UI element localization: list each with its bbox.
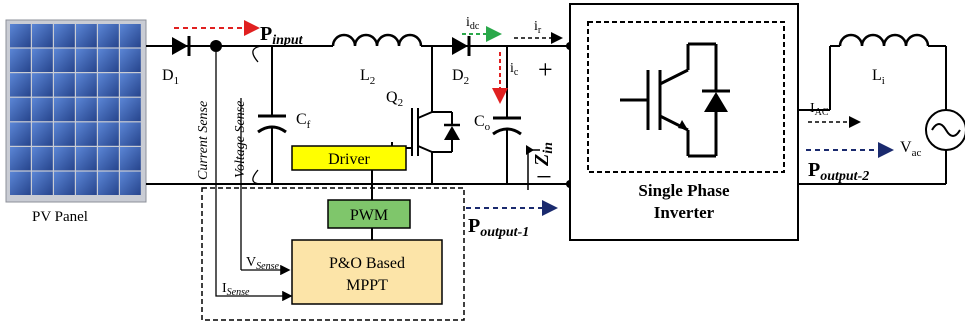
ic-label: ic [510,61,519,78]
driver-label: Driver [328,151,370,168]
pv-cell [10,24,31,48]
pv-cell [10,171,31,195]
inverter-label-line2: Inverter [654,203,715,222]
pv-cell [120,97,141,122]
p-output1-label: Poutput-1 [468,215,529,240]
q2-diode-icon [444,126,460,140]
pv-panel-icon [5,19,147,203]
pv-cell [76,48,97,72]
q2-label: Q2 [386,89,403,109]
diode-d2-icon [452,36,471,56]
pv-cell [32,171,53,195]
ir-label: ir [534,19,542,36]
pv-cell [98,122,119,146]
pv-panel-label: PV Panel [32,209,88,225]
inductor-l2-icon [331,33,423,47]
current-sense-label: Current Sense [196,101,211,180]
inverter-diode-icon [704,92,728,112]
pv-cell [120,48,141,72]
pv-cell [120,24,141,48]
switch-q2-icon [391,108,453,156]
inverter-box [569,3,799,241]
voltage-sense-line [240,45,291,276]
pv-cell [98,171,119,195]
co-label: Co [474,113,491,133]
inverter-label-line1: Single Phase [638,181,730,200]
zin-label: Zin [531,142,556,167]
capacitor-cf-icon [257,114,287,134]
driver-box [291,145,407,171]
junction-dot [210,40,222,52]
l2-label: L2 [360,67,375,87]
mppt-label-line1: P&O Based [329,255,405,272]
pv-cell [54,97,75,122]
controller-boundary [201,187,465,321]
li-label: Li [872,67,885,87]
pv-cell [10,147,31,171]
pv-cell [98,73,119,97]
pv-cell [76,97,97,122]
pv-cell [76,24,97,48]
mppt-box [291,239,443,305]
inductor-li-icon [838,33,930,47]
pv-cell [120,171,141,195]
pv-cell [98,48,119,72]
diode-d1-icon [172,36,191,56]
pv-cell [54,73,75,97]
inverter-inner-boundary [587,21,785,173]
pv-cell [98,97,119,122]
isense-label: ISense [222,281,250,298]
d1-label: D1 [162,67,179,87]
plus-sign: + [538,55,553,84]
pv-cell [32,122,53,146]
d2-label: D2 [452,67,469,87]
capacitor-co-icon [492,116,522,136]
pv-cell [76,73,97,97]
pwm-label: PWM [350,207,388,224]
pv-cell [10,48,31,72]
pv-cell [54,171,75,195]
ac-source-icon [925,109,965,151]
pv-cell [10,122,31,146]
ac-wires [798,45,947,185]
pv-cell [98,147,119,171]
pv-cell [120,122,141,146]
cf-label: Cf [296,111,311,131]
pv-cell [32,73,53,97]
pv-cell [10,73,31,97]
pv-cell [32,48,53,72]
pv-cell [120,73,141,97]
p-input-label: Pinput [260,23,304,48]
pv-cell [76,147,97,171]
pv-cell [54,24,75,48]
iac-label: IAC [810,101,829,118]
mppt-label-line2: MPPT [346,277,388,294]
pwm-box [327,199,411,229]
p-output2-label: Poutput-2 [808,159,869,184]
pv-cell [76,122,97,146]
vsense-label: VSense [246,255,279,272]
pv-cell [98,24,119,48]
pv-cell [54,48,75,72]
idc-label: idc [466,15,480,32]
inverter-igbt-icon [620,42,718,158]
voltage-sense-label: Voltage Sense [233,101,248,178]
minus-sign: − [536,162,552,193]
current-sense-line [215,52,293,302]
pv-cell [32,24,53,48]
pv-cell [32,97,53,122]
pv-cell [32,147,53,171]
pv-cell [76,171,97,195]
pv-cell [54,147,75,171]
pv-cell [120,147,141,171]
pv-cell [54,122,75,146]
vac-label: Vac [900,139,921,159]
pv-cell [10,97,31,122]
